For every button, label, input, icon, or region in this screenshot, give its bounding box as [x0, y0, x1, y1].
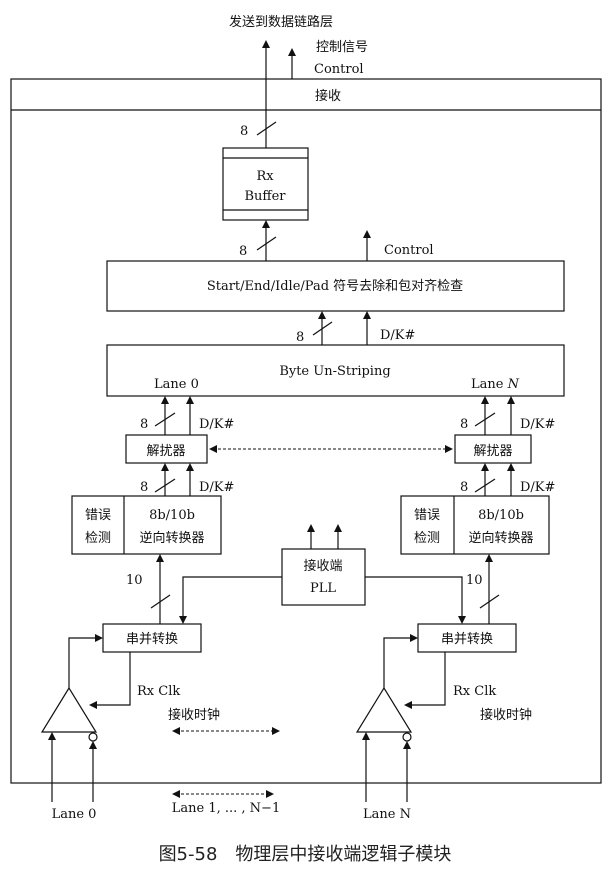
- error-detect-line1: 错误: [414, 508, 440, 523]
- decoder-line2: 逆向转换器: [139, 530, 204, 546]
- dk-label: D/K#: [380, 328, 415, 343]
- control-signal-en-label: Control: [314, 62, 364, 77]
- dk-label: D/K#: [199, 480, 234, 495]
- lane0-label: Lane 0: [154, 377, 199, 392]
- error-detect-line2: 检测: [414, 531, 440, 546]
- laneN-label: Lane N: [471, 377, 520, 392]
- rx-buffer-line1: Rx: [256, 169, 274, 184]
- bus-width-label: 10: [466, 573, 483, 588]
- descrambler-laneN: [454, 434, 532, 464]
- bus-width-label: 8: [140, 417, 148, 432]
- byte-unstriping-label: Byte Un-Striping: [279, 364, 390, 379]
- byte-unstriping-block: [106, 344, 565, 397]
- send-to-link-layer-label: 发送到数据链路层: [229, 14, 333, 30]
- pll-line1: 接收端: [303, 558, 342, 574]
- error-detect-line1: 错误: [85, 508, 111, 523]
- bus-width-label: 10: [126, 573, 143, 588]
- serdes-laneN: [417, 623, 517, 653]
- control-signal-cn-label: 控制信号: [316, 40, 368, 55]
- bottom-lanes-mid-label: Lane 1, ... , N−1: [172, 801, 280, 816]
- rx-buffer-amp-lane0: [40, 686, 98, 733]
- pll-line2: PLL: [310, 581, 336, 596]
- bus-slash: [256, 121, 277, 136]
- bus-width-label: 8: [460, 480, 468, 495]
- symbol-check-label: Start/End/Idle/Pad 符号去除和包对齐检查: [207, 278, 463, 294]
- bus-width-label: 8: [240, 124, 248, 139]
- receive-label: 接收: [315, 88, 341, 104]
- rx-clk-cn-label: 接收时钟: [480, 707, 532, 723]
- symbol-check-block: [106, 260, 565, 312]
- decoder-block-lane0: [71, 495, 222, 555]
- bottom-laneN-label: Lane N: [363, 807, 411, 822]
- decoder-block-laneN: [400, 495, 550, 555]
- rx-clk-en-label: Rx Clk: [453, 684, 496, 699]
- bottom-lane0-label: Lane 0: [52, 807, 97, 822]
- error-detect-line2: 检测: [85, 531, 111, 546]
- bus-width-label: 8: [140, 480, 148, 495]
- rx-clk-en-label: Rx Clk: [137, 684, 180, 699]
- decoder-line2: 逆向转换器: [468, 530, 533, 546]
- control-label: Control: [384, 243, 434, 258]
- figure-caption: 图5-58 物理层中接收端逻辑子模块: [159, 844, 452, 865]
- serdes-label: 串并转换: [441, 632, 493, 647]
- decoder-line1: 8b/10b: [149, 508, 195, 523]
- serdes-label: 串并转换: [126, 632, 178, 647]
- bus-width-label: 8: [239, 244, 247, 259]
- decoder-line1: 8b/10b: [478, 508, 524, 523]
- rx-buffer-line2: Buffer: [244, 189, 286, 204]
- rx-buffer-block: [222, 147, 309, 221]
- dk-label: D/K#: [520, 417, 555, 432]
- descrambler-label: 解扰器: [473, 444, 512, 459]
- bus-width-label: 8: [296, 330, 304, 345]
- rx-pll-block: [281, 548, 366, 606]
- dk-label: D/K#: [520, 480, 555, 495]
- bus-width-label: 8: [460, 417, 468, 432]
- serdes-lane0: [102, 623, 202, 653]
- rx-clk-cn-label: 接收时钟: [168, 707, 220, 723]
- rx-buffer-amp-laneN: [355, 686, 413, 733]
- descrambler-label: 解扰器: [146, 444, 185, 459]
- descrambler-lane0: [125, 434, 208, 464]
- dk-label: D/K#: [199, 417, 234, 432]
